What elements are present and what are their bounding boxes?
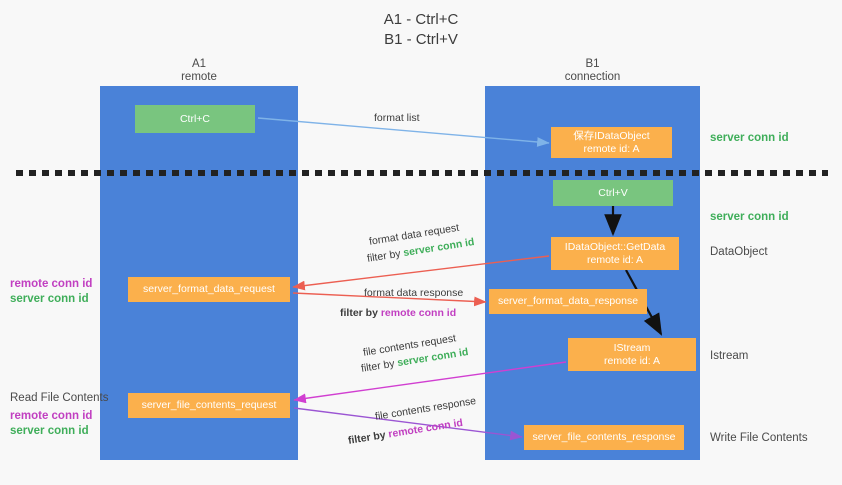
edge-label-format-list-text: format list	[374, 112, 420, 124]
column-a1-name: A1	[191, 58, 207, 70]
column-header-a1: A1 remote	[100, 58, 298, 84]
column-b1-name: B1	[585, 58, 600, 70]
node-server-format-data-request-label: server_format_data_request	[143, 283, 275, 295]
annotation-conn-ids-format: remote conn id server conn id	[10, 277, 92, 307]
node-istream-remote-id: remote id: A	[603, 354, 661, 367]
node-server-file-contents-request[interactable]: server_file_contents_request	[128, 393, 290, 418]
arrow-format-data-response	[292, 292, 487, 307]
arrow-file-contents-request	[293, 361, 567, 404]
node-ctrl-v-label: Ctrl+V	[598, 186, 628, 199]
annotation-server-conn-id-top: server conn id	[710, 131, 789, 146]
node-server-format-data-request[interactable]: server_format_data_request	[128, 277, 290, 302]
phase-separator-dashed-line	[16, 170, 828, 176]
annotation-write-file-contents-text: Write File Contents	[710, 432, 808, 444]
arrow-format-data-request	[292, 255, 550, 291]
node-idataobject-getdata-remote-id: remote id: A	[586, 253, 644, 266]
annotation-remote-conn-id-1: remote conn id	[10, 278, 93, 290]
node-server-file-contents-request-label: server_file_contents_request	[141, 399, 277, 411]
node-server-file-contents-response-label: server_file_contents_response	[532, 431, 676, 443]
annotation-dataobject-text: DataObject	[710, 246, 768, 258]
node-save-idataobject[interactable]: 保存IDataObject remote id: A	[551, 127, 672, 158]
node-server-format-data-response-label: server_format_data_response	[497, 295, 639, 307]
annotation-dataobject: DataObject	[710, 245, 768, 260]
annotation-server-conn-id-1: server conn id	[10, 293, 89, 305]
annotation-conn-ids-file: remote conn id server conn id	[10, 409, 92, 439]
annotation-server-conn-id-2: server conn id	[10, 425, 89, 437]
annotation-read-file-contents-text: Read File Contents	[10, 392, 109, 404]
title-line-1: A1 - Ctrl+C	[383, 11, 459, 28]
node-ctrl-c[interactable]: Ctrl+C	[135, 105, 255, 133]
filter-prefix: filter by	[340, 307, 381, 319]
node-ctrl-c-label: Ctrl+C	[179, 112, 211, 125]
node-idataobject-getdata[interactable]: IDataObject::GetData remote id: A	[551, 237, 679, 270]
annotation-server-conn-id-mid-text: server conn id	[710, 211, 789, 223]
annotation-server-conn-id-top-text: server conn id	[710, 132, 789, 144]
node-save-idataobject-remote-id: remote id: A	[583, 142, 640, 155]
annotation-read-file-contents: Read File Contents	[10, 391, 108, 406]
node-save-idataobject-label: 保存IDataObject	[573, 129, 650, 142]
edge-label-format-data-response: format data response	[364, 286, 463, 300]
annotation-istream-text: Istream	[710, 350, 749, 362]
node-ctrl-v[interactable]: Ctrl+V	[553, 180, 673, 206]
arrow-file-contents-response	[293, 407, 523, 441]
annotation-istream: Istream	[710, 349, 748, 364]
column-header-b1: B1 connection	[485, 58, 700, 84]
node-istream-label: IStream	[613, 341, 651, 354]
arrow-format-list	[257, 117, 550, 147]
node-istream[interactable]: IStream remote id: A	[568, 338, 696, 371]
edge-label-format-list: format list	[374, 111, 420, 125]
node-server-format-data-response[interactable]: server_format_data_response	[489, 289, 647, 314]
node-idataobject-getdata-label: IDataObject::GetData	[564, 240, 666, 253]
annotation-server-conn-id-mid: server conn id	[710, 210, 789, 225]
column-a1-subtitle: remote	[181, 71, 217, 83]
annotation-write-file-contents: Write File Contents	[710, 431, 808, 446]
column-b1-subtitle: connection	[564, 71, 621, 83]
node-server-file-contents-response[interactable]: server_file_contents_response	[524, 425, 684, 450]
annotation-remote-conn-id-2: remote conn id	[10, 410, 93, 422]
page-title: A1 - Ctrl+C B1 - Ctrl+V	[0, 10, 842, 50]
filter-value-remote-conn-id: remote conn id	[380, 307, 457, 319]
title-line-2: B1 - Ctrl+V	[384, 31, 458, 48]
edge-label-format-data-response-text: format data response	[364, 287, 464, 299]
edge-label-format-data-response-filter: filter by remote conn id	[340, 306, 456, 320]
